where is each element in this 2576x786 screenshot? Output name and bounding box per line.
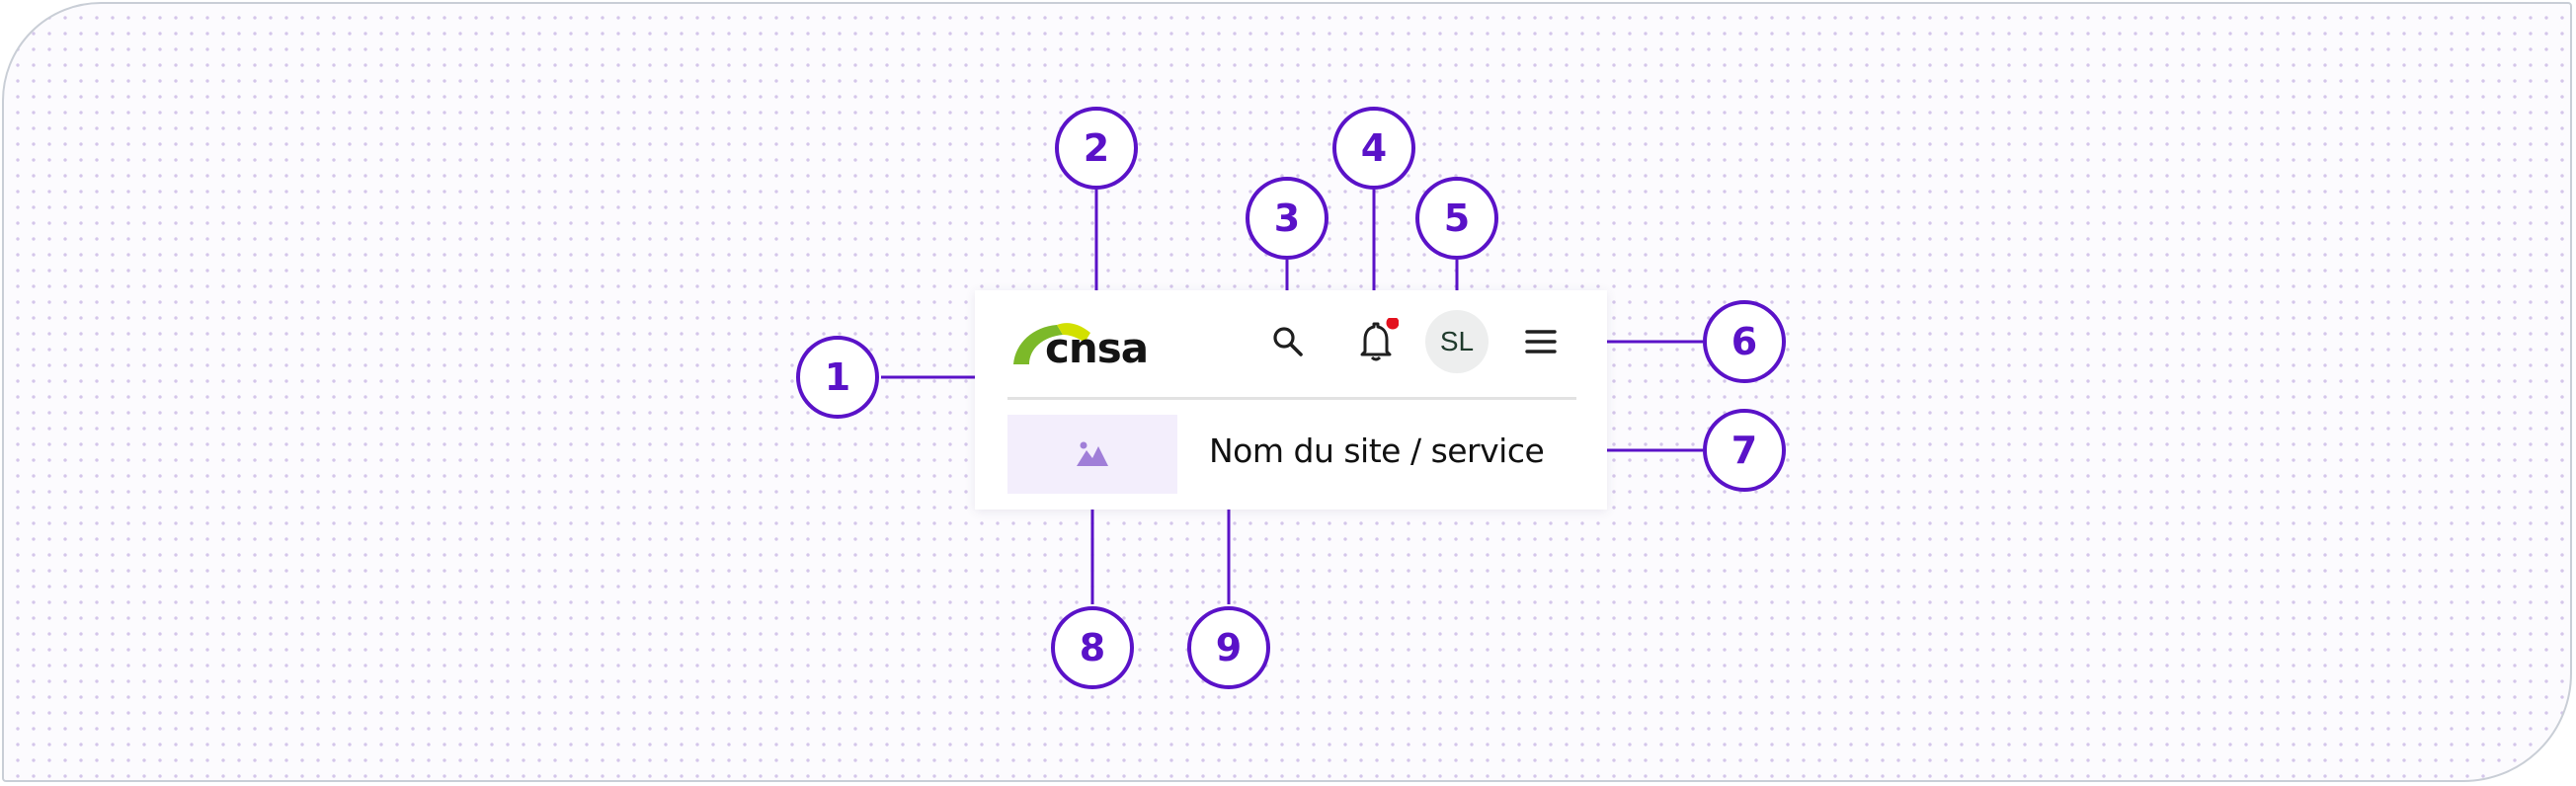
callout-2: 2 (1055, 107, 1138, 190)
notification-dot (1386, 318, 1399, 330)
site-name[interactable]: Nom du site / service (1209, 432, 1545, 470)
logo-text: cnsa (1045, 324, 1149, 372)
logo-mark (1013, 323, 1090, 364)
callout-4: 4 (1332, 107, 1415, 190)
menu-icon[interactable] (1523, 326, 1559, 357)
callout-6: 6 (1703, 300, 1786, 383)
callout-9: 9 (1187, 606, 1270, 689)
logo[interactable]: cnsa (1006, 313, 1154, 374)
image-placeholder-icon (1077, 441, 1108, 466)
callout-7: 7 (1703, 409, 1786, 492)
avatar[interactable]: SL (1425, 310, 1489, 373)
header-divider (1007, 397, 1576, 400)
callout-8: 8 (1051, 606, 1134, 689)
image-placeholder (1007, 415, 1177, 494)
search-icon[interactable] (1270, 324, 1306, 359)
callout-1: 1 (796, 336, 879, 419)
callout-3: 3 (1246, 177, 1328, 260)
callout-5: 5 (1415, 177, 1498, 260)
bell-icon[interactable] (1355, 318, 1399, 363)
